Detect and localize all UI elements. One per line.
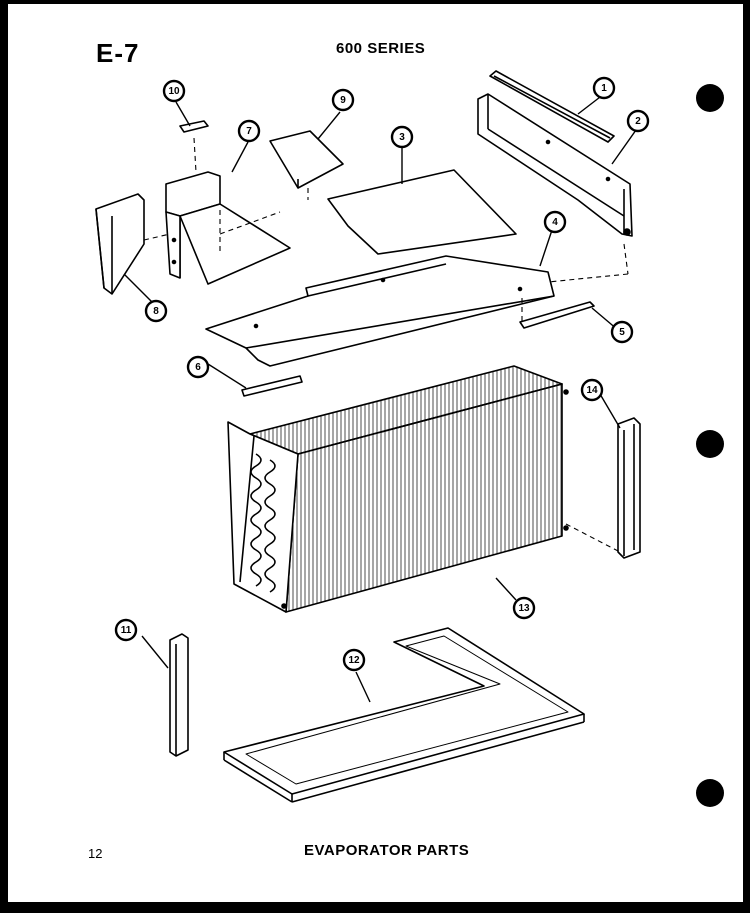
callout-11: 11: [114, 618, 138, 642]
callout-label: 9: [340, 95, 346, 106]
callout-5: 5: [610, 320, 634, 344]
callout-1: 1: [592, 76, 616, 100]
part-3-top-cover: [327, 169, 517, 255]
callout-label: 8: [153, 306, 159, 317]
series-title: 600 SERIES: [336, 40, 426, 57]
part-9-triangular-panel: [269, 130, 344, 189]
callout-12: 12: [342, 648, 366, 672]
part-2-side-panel: [477, 93, 633, 237]
callout-6: 6: [186, 355, 210, 379]
callout-label: 2: [635, 116, 641, 127]
callout-label: 5: [619, 327, 625, 338]
part-14-vertical-bracket: [617, 417, 641, 559]
callout-2: 2: [626, 109, 650, 133]
part-10-small-bracket: [179, 120, 209, 133]
callout-label: 10: [168, 86, 180, 97]
part-6-rail: [241, 375, 303, 397]
callout-label: 11: [121, 625, 132, 636]
part-7-corner-bracket: [165, 171, 291, 285]
binder-hole-bottom: [696, 779, 724, 807]
binder-hole-middle: [696, 430, 724, 458]
callout-label: 12: [348, 655, 360, 666]
page-code: E-7: [96, 38, 140, 68]
part-13-evaporator-coil: [227, 365, 569, 613]
part-5-rail: [519, 301, 595, 329]
callout-label: 6: [195, 362, 201, 373]
callout-label: 3: [399, 132, 405, 143]
callout-label: 7: [246, 126, 252, 137]
callout-7: 7: [237, 119, 261, 143]
callout-4: 4: [543, 210, 567, 234]
part-4-base-panel: [205, 255, 555, 367]
callout-13: 13: [512, 596, 536, 620]
callout-10: 10: [162, 79, 186, 103]
callout-label: 4: [552, 217, 558, 228]
part-12-gasket-frame: [223, 627, 585, 803]
parts-diagram-page: E-7 600 SERIES: [8, 4, 743, 902]
callout-8: 8: [144, 299, 168, 323]
callout-label: 14: [586, 385, 598, 396]
callout-3: 3: [390, 125, 414, 149]
callout-14: 14: [580, 378, 604, 402]
binder-hole-top: [696, 84, 724, 112]
callout-label: 13: [518, 603, 530, 614]
section-title: EVAPORATOR PARTS: [304, 842, 470, 859]
part-1-top-rail: [489, 70, 615, 143]
callout-9: 9: [331, 88, 355, 112]
callout-label: 1: [601, 83, 607, 94]
page-number: 12: [88, 846, 103, 861]
part-8-end-panel: [95, 193, 145, 295]
part-11-vertical-post: [169, 633, 189, 757]
